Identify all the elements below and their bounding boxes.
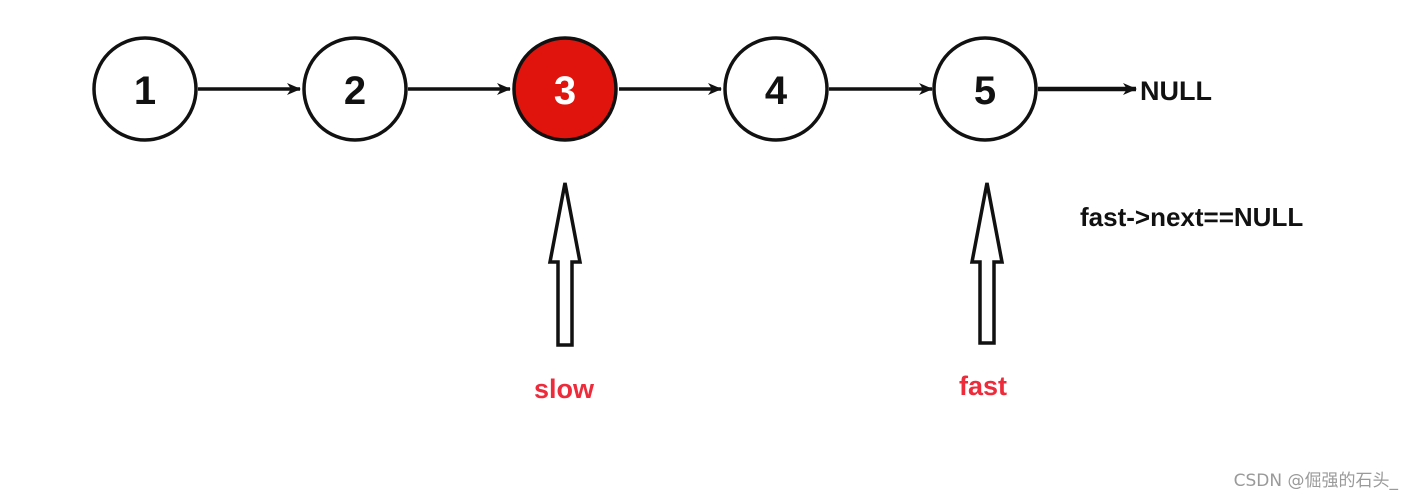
node-circle [932, 36, 1038, 142]
watermark: CSDN @倔强的石头_ [1234, 471, 1399, 491]
node-2: 2 [302, 36, 408, 142]
node-5: 5 [932, 36, 1038, 142]
node-4: 4 [723, 36, 829, 142]
node-label: 3 [554, 69, 576, 113]
node-label: 1 [134, 69, 156, 113]
node-circle [92, 36, 198, 142]
node-3: 3 [512, 36, 618, 142]
node-label: 4 [765, 69, 788, 113]
null-label: NULL [1140, 76, 1212, 106]
node-circle [512, 36, 618, 142]
node-circle [302, 36, 408, 142]
fast-pointer-label: fast [959, 371, 1007, 401]
condition-label: fast->next==NULL [1080, 202, 1303, 232]
node-circle [723, 36, 829, 142]
node-1: 1 [92, 36, 198, 142]
fast-pointer-arrow [969, 182, 1005, 345]
slow-pointer-label: slow [534, 374, 595, 404]
slow-pointer-arrow [547, 182, 583, 347]
node-label: 2 [344, 69, 366, 113]
node-label: 5 [974, 69, 996, 113]
